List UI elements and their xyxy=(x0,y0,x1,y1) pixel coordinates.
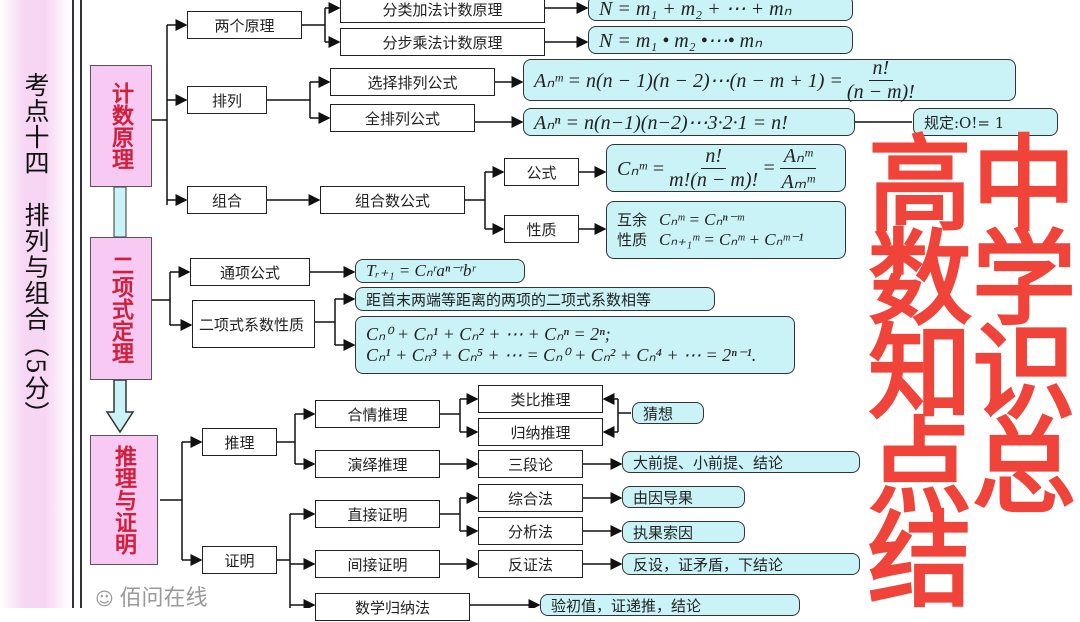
side-strip xyxy=(0,0,70,608)
formula-multiplication: N = m₁ • m₂ •⋯• mₙ xyxy=(588,26,853,54)
sum-1: Cₙ⁰ + Cₙ¹ + Cₙ² + ⋯ + Cₙⁿ = 2ⁿ; xyxy=(366,324,611,344)
node-combination: 组合 xyxy=(187,186,267,214)
numerator: Aₙᵐ xyxy=(779,143,817,169)
node-formula: 公式 xyxy=(504,158,579,186)
node-deductive: 演绎推理 xyxy=(315,450,440,478)
connector-lines xyxy=(105,2,912,608)
denominator: m!(n − m)! xyxy=(669,168,759,191)
numerator: n! xyxy=(868,57,894,81)
node-addition-principle: 分类加法计数原理 xyxy=(340,0,545,23)
formula-text: Aₙᵐ = n(n − 1)(n − 2)⋯(n − m + 1) = xyxy=(534,69,843,92)
rule-zero-factorial: 规定:O!= 1 xyxy=(913,108,1058,136)
formula-coefficient-sums: Cₙ⁰ + Cₙ¹ + Cₙ² + ⋯ + Cₙⁿ = 2ⁿ;Cₙ¹ + Cₙ³… xyxy=(355,316,795,374)
formula-select-permutation: Aₙᵐ = n(n − 1)(n − 2)⋯(n − m + 1) = n!(n … xyxy=(523,57,1016,103)
node-proof: 证明 xyxy=(202,546,277,574)
node-binomial-theorem: 二项式定理 xyxy=(90,237,152,380)
node-two-principles: 两个原理 xyxy=(187,11,302,39)
formula-addition: N = m₁ + m₂ + ⋯ + mₙ xyxy=(588,0,853,21)
desc-syllogism: 大前提、小前提、结论 xyxy=(622,451,860,473)
node-full-permutation: 全排列公式 xyxy=(330,104,475,132)
node-synthesis: 综合法 xyxy=(478,484,583,512)
property-formulas: Cₙᵐ = Cₙⁿ⁻ᵐ Cₙ₊₁ᵐ = Cₙᵐ + Cₙᵐ⁻¹ xyxy=(659,210,804,250)
sum-2: Cₙ¹ + Cₙ³ + Cₙ⁵ + ⋯ = Cₙ⁰ + Cₙ² + Cₙ⁴ + … xyxy=(366,345,757,365)
equals: = xyxy=(762,156,776,179)
node-reasoning-proof: 推理与证明 xyxy=(90,435,158,565)
node-induction: 归纳推理 xyxy=(478,418,603,446)
property-2: Cₙ₊₁ᵐ = Cₙᵐ + Cₙᵐ⁻¹ xyxy=(659,230,804,249)
node-permutation: 排列 xyxy=(187,86,267,114)
node-direct-proof: 直接证明 xyxy=(315,500,440,528)
desc-synthesis: 由因导果 xyxy=(622,486,745,508)
numerator: n! xyxy=(701,145,726,169)
node-analogy: 类比推理 xyxy=(478,385,603,413)
node-counting-principle: 计数原理 xyxy=(90,65,152,187)
divider xyxy=(80,0,82,608)
node-guess: 猜想 xyxy=(632,402,704,424)
watermark: ☺ 佰问在线 xyxy=(95,580,208,612)
denominator: Aₘᵐ xyxy=(781,170,815,193)
node-analysis: 分析法 xyxy=(478,517,583,545)
node-coefficient-property: 二项式系数性质 xyxy=(192,300,315,348)
property-1: Cₙᵐ = Cₙⁿ⁻ᵐ xyxy=(659,210,744,229)
node-syllogism: 三段论 xyxy=(478,450,583,478)
overlay-title: 高中数学知识点总结 xyxy=(868,124,1077,622)
formula-text: Cₙᵐ = xyxy=(617,157,666,180)
formula-combination-properties: 互余 性质 Cₙᵐ = Cₙⁿ⁻ᵐ Cₙ₊₁ᵐ = Cₙᵐ + Cₙᵐ⁻¹ xyxy=(606,201,846,259)
node-math-induction: 数学归纳法 xyxy=(315,593,470,621)
node-combination-formula: 组合数公式 xyxy=(320,186,465,214)
wechat-icon: ☺ xyxy=(95,589,120,610)
node-property: 性质 xyxy=(504,215,579,243)
node-plausible: 合情推理 xyxy=(315,400,440,428)
node-multiplication-principle: 分步乘法计数原理 xyxy=(340,28,545,56)
node-general-term: 通项公式 xyxy=(190,258,310,286)
property-label: 互余 性质 xyxy=(617,211,648,249)
desc-math-induction: 验初值，证递推，结论 xyxy=(540,594,800,616)
node-indirect-proof: 间接证明 xyxy=(315,550,440,578)
formula-full-permutation: Aₙⁿ = n(n−1)(n−2)⋯3·2·1 = n! xyxy=(523,108,855,136)
denominator: (n − m)! xyxy=(846,80,915,103)
desc-contradiction: 反设，证矛盾，下结论 xyxy=(622,553,860,575)
property-symmetric: 距首末两端等距离的两项的二项式系数相等 xyxy=(355,287,715,311)
node-inference: 推理 xyxy=(202,428,277,456)
formula-general-term: Tᵣ₊₁ = Cₙʳaⁿ⁻ʳbʳ xyxy=(355,259,525,283)
watermark-text: 佰问在线 xyxy=(119,586,208,611)
desc-analysis: 执果索因 xyxy=(622,521,745,543)
node-contradiction: 反证法 xyxy=(478,550,583,578)
divider xyxy=(72,0,74,608)
node-select-permutation: 选择排列公式 xyxy=(330,68,495,96)
side-title: 考点十四 排列与组合（5分） xyxy=(21,72,50,427)
